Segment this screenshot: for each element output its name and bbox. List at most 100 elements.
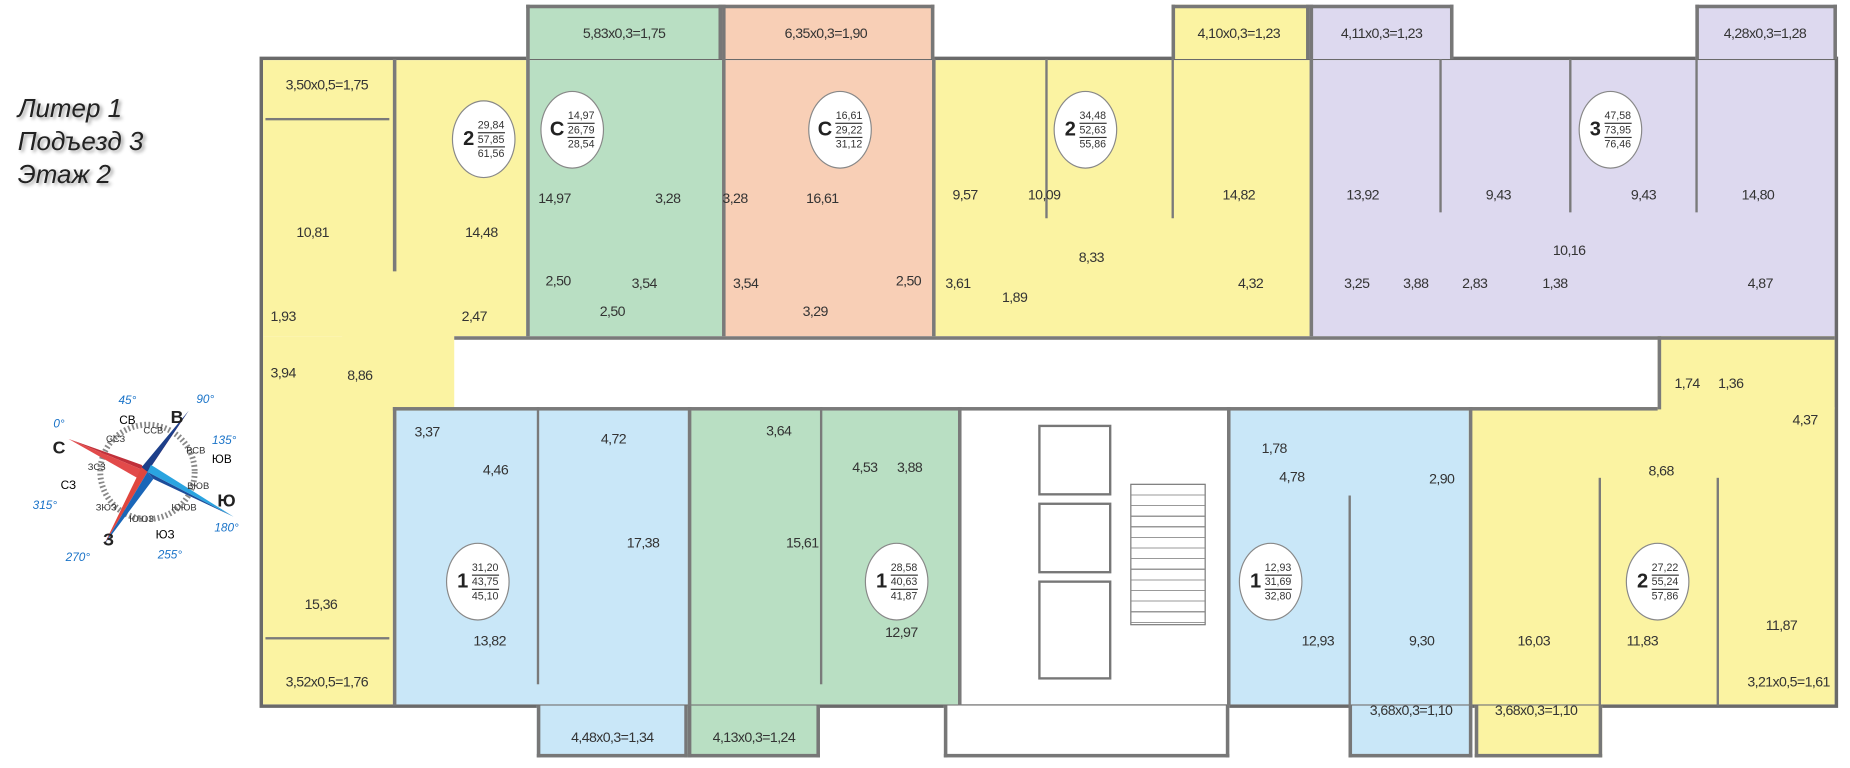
wall (1045, 58, 1048, 219)
room-area: 8,33 (1078, 248, 1105, 266)
room-area: 4,32 (1237, 274, 1264, 292)
balcony-area: 3,50x0,5=1,75 (285, 76, 369, 94)
room-count: 1 (457, 569, 469, 593)
compass-south: Ю (217, 491, 236, 512)
balcony-area: 4,48x0,3=1,34 (571, 729, 654, 746)
total-area-with-balcony: 32,80 (1264, 589, 1292, 602)
room-area: 1,93 (270, 307, 297, 325)
apartment-e (1309, 60, 1835, 337)
room-area: 16,03 (1517, 632, 1550, 649)
total-area: 29,22 (835, 123, 863, 138)
room-area: 3,54 (631, 274, 658, 292)
compass-minor: ЗСЗ (87, 461, 106, 473)
compass-se: ЮВ (211, 453, 232, 467)
total-area-with-balcony: 55,86 (1079, 137, 1107, 150)
room-area: 2,50 (895, 272, 922, 290)
compass-minor: ЗЮЗ (95, 502, 117, 513)
compass-star-icon (68, 410, 234, 546)
room-area: 9,43 (1485, 186, 1512, 203)
total-area-with-balcony: 61,56 (477, 146, 505, 159)
compass-ne-deg: 45° (118, 394, 137, 408)
room-area: 3,64 (766, 422, 792, 439)
total-area: 57,85 (477, 133, 505, 147)
room-area: 3,37 (414, 423, 440, 441)
room-area: 12,93 (1301, 632, 1335, 649)
wall (392, 58, 397, 272)
room-area: 1,78 (1261, 440, 1288, 457)
room-area: 3,88 (897, 458, 923, 476)
room-area: 4,72 (600, 430, 627, 448)
balcony-area: 4,13x0,3=1,24 (712, 729, 796, 746)
room-count: 1 (876, 569, 888, 593)
balcony (1474, 705, 1603, 758)
wall (819, 407, 823, 685)
total-area: 73,95 (1604, 123, 1632, 138)
compass-minor: ЮЮВ (171, 502, 197, 513)
room-area: 2,50 (599, 303, 626, 320)
balcony (536, 705, 688, 758)
compass-south-deg: 180° (214, 522, 239, 536)
room-area: 2,47 (461, 307, 488, 325)
room-area: 9,43 (1630, 186, 1657, 203)
balcony-area: 3,68x0,3=1,10 (1494, 701, 1578, 719)
living-area: 12,93 (1264, 561, 1292, 576)
compass-minor: ССЗ (106, 433, 126, 445)
wall (392, 407, 397, 706)
wall (1468, 407, 1473, 706)
room-area: 1,89 (1002, 289, 1028, 306)
room-count: 2 (463, 127, 475, 150)
total-area: 55,24 (1651, 575, 1679, 590)
balcony-area: 4,10x0,3=1,23 (1197, 24, 1281, 42)
apartment-d (932, 60, 1310, 337)
room-area: 8,68 (1648, 462, 1675, 479)
wall (526, 58, 530, 337)
living-area: 14,97 (567, 109, 595, 124)
room-area: 2,50 (545, 272, 571, 290)
compass-west: З (102, 530, 115, 551)
room-area: 8,86 (347, 366, 373, 384)
room-area: 3,94 (270, 364, 297, 382)
room-area: 10,09 (1027, 186, 1061, 203)
wall (265, 117, 390, 121)
living-area: 34,48 (1079, 109, 1107, 124)
balcony (1348, 705, 1473, 758)
room-area: 1,74 (1674, 375, 1701, 392)
room-area: 14,80 (1741, 186, 1775, 203)
room-area: 14,97 (538, 189, 571, 207)
living-area: 47,58 (1604, 109, 1632, 124)
compass-minor: ВСВ (186, 445, 206, 456)
room-area: 13,82 (473, 632, 506, 649)
compass-sw: ЮЗ (155, 529, 175, 543)
elevator-icon (1038, 580, 1112, 680)
room-area: 4,37 (1792, 411, 1818, 429)
wall (687, 407, 692, 706)
compass-minor: ВЮВ (187, 480, 210, 492)
room-count: 3 (1589, 117, 1601, 141)
balcony-area: 4,28x0,3=1,28 (1723, 24, 1807, 42)
room-count: С (549, 117, 565, 141)
compass-nw-deg: 315° (32, 499, 58, 513)
apartment-i-north (1657, 336, 1835, 410)
compass-ne: СВ (119, 414, 136, 428)
balcony (687, 705, 820, 758)
apartment-f (396, 410, 688, 705)
total-area: 43,75 (471, 575, 499, 590)
wall (1716, 477, 1719, 706)
living-area: 27,22 (1651, 561, 1679, 576)
room-area: 15,61 (786, 534, 819, 551)
compass-north-deg: 0° (53, 418, 65, 432)
total-area-with-balcony: 57,86 (1651, 589, 1679, 602)
corridor-wall (454, 336, 1835, 340)
stairs-icon (1130, 483, 1206, 626)
elevator-icon (1038, 502, 1112, 574)
wall (536, 407, 540, 685)
room-area: 4,53 (852, 458, 878, 476)
room-area: 9,57 (952, 186, 978, 203)
total-area-with-balcony: 28,54 (567, 137, 595, 150)
room-area: 17,38 (626, 534, 660, 551)
compass-east-deg: 90° (196, 393, 215, 407)
